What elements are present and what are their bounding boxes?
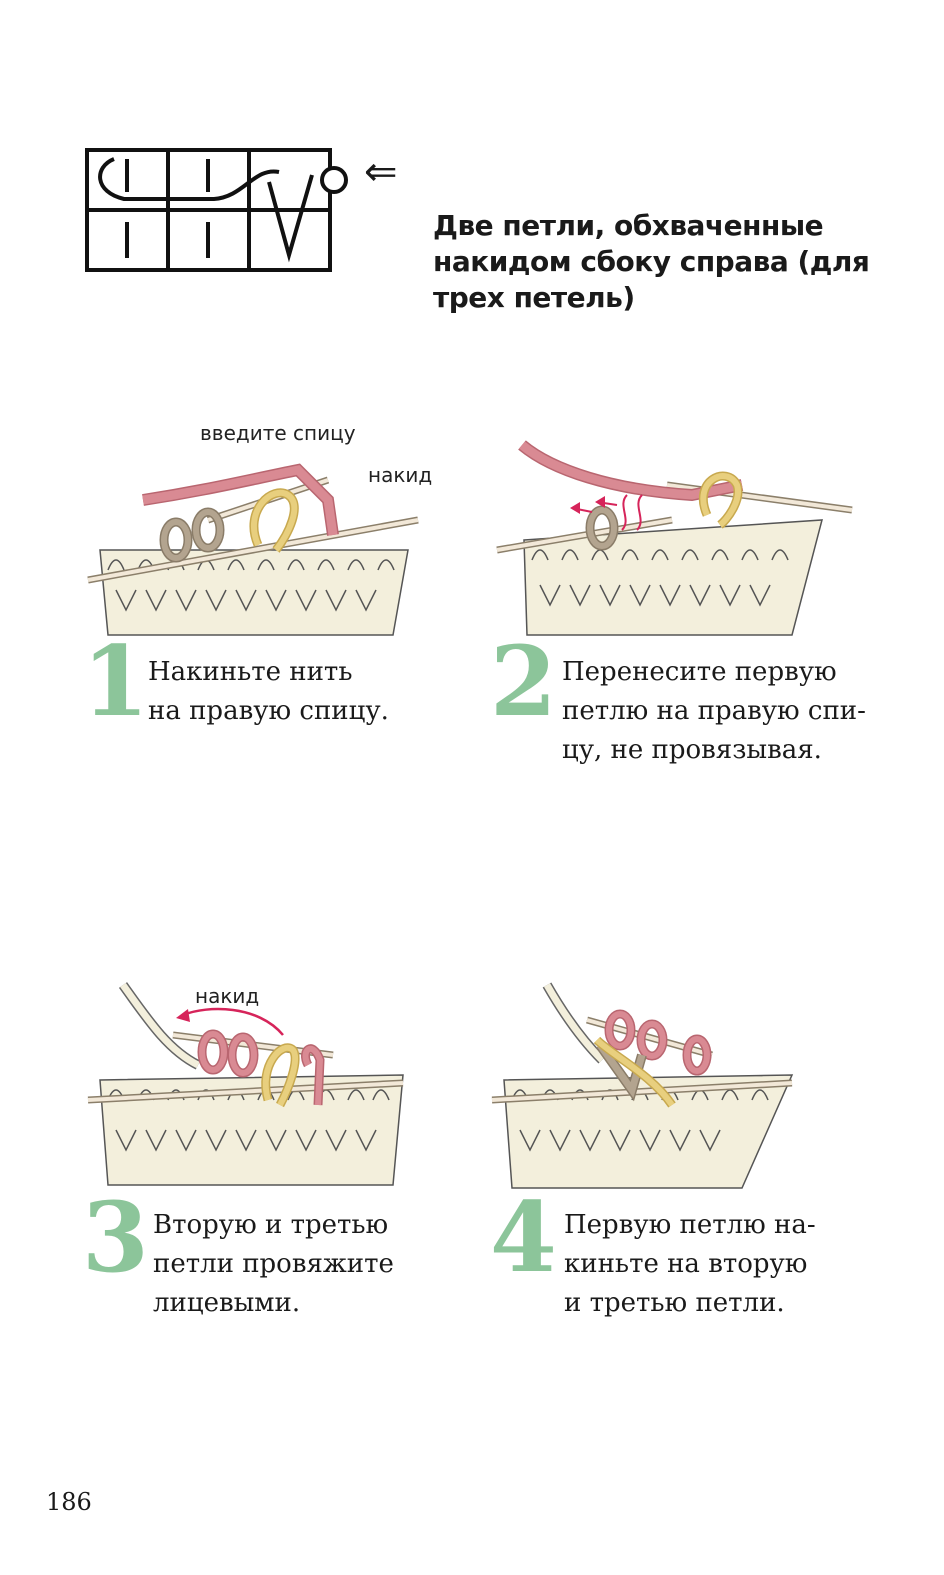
label-yarn-over-3: накид (195, 984, 260, 1008)
illustration-step-1 (87, 463, 419, 636)
label-insert-needle: введите спицу (200, 421, 356, 445)
illustration-step-4 (491, 982, 794, 1189)
label-yarn-over-1: накид (368, 463, 433, 487)
page-title: Две петли, обхваченные накидом сбоку спр… (433, 209, 870, 314)
step-number-3: 3 (82, 1181, 149, 1294)
step-2-text: Перенесите первую петлю на правую спи- ц… (562, 657, 866, 765)
illustration-step-2 (496, 440, 853, 636)
step-number-1: 1 (82, 625, 149, 738)
illustration-step-3 (87, 982, 404, 1186)
knitting-chart-symbol (85, 148, 348, 272)
step-number-2: 2 (490, 625, 557, 738)
step-4-text: Первую петлю на- киньте на вторую и трет… (564, 1210, 816, 1318)
page-number: 186 (46, 1488, 92, 1516)
step-number-4: 4 (490, 1181, 557, 1294)
step-1-text: Накиньте нить на правую спицу. (148, 657, 389, 726)
step-3-text: Вторую и третью петли провяжите лицевыми… (153, 1210, 394, 1318)
direction-arrow-icon: ⇐ (364, 149, 398, 195)
